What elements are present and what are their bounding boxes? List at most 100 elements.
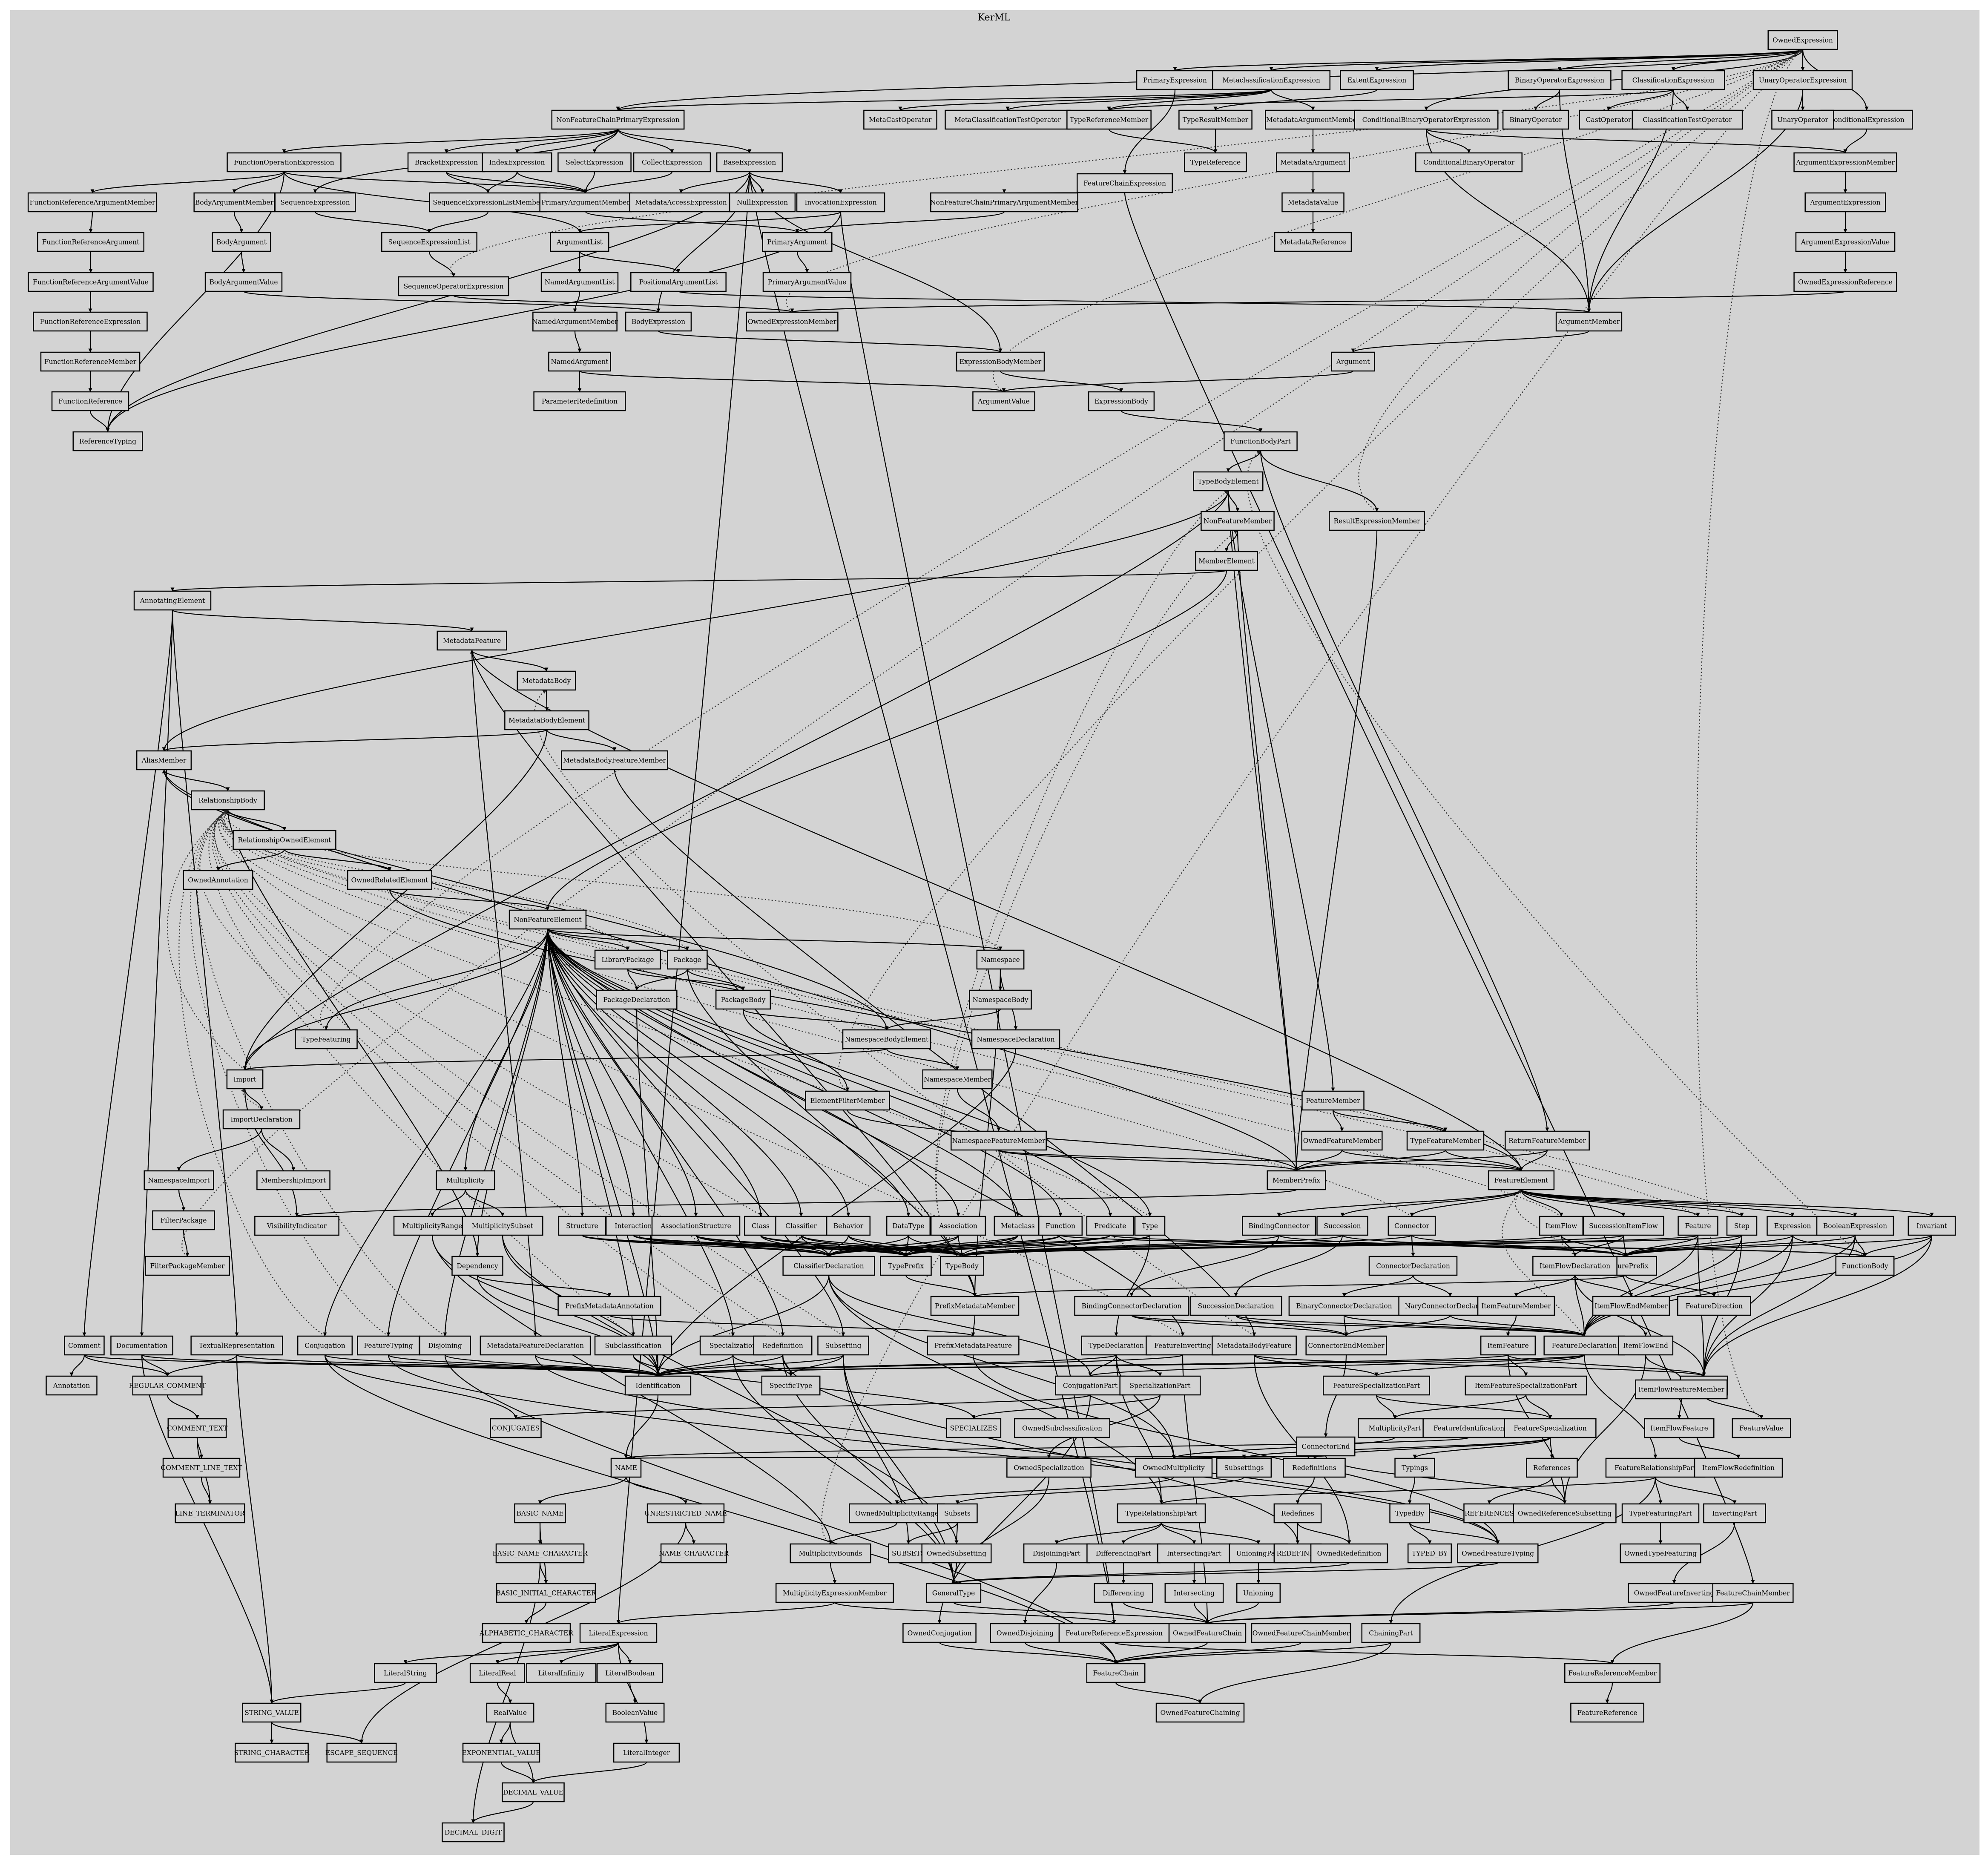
node-real-value: RealValue — [486, 1702, 534, 1723]
node-box — [1407, 1543, 1452, 1564]
node-label: NamespaceImport — [148, 1177, 210, 1184]
node-owned-subclassification: OwnedSubclassification — [1014, 1418, 1110, 1438]
node-label: SequenceExpressionList — [388, 239, 471, 246]
edge-argument-list-to-positional-argument-list — [579, 251, 681, 273]
node-label: UNRESTRICTED_NAME — [644, 1510, 727, 1518]
node-subclassification: Subclassification — [594, 1335, 672, 1356]
node-label: VisibilityIndicator — [267, 1222, 327, 1230]
node-label: SequenceOperatorExpression — [404, 283, 504, 290]
node-box — [1564, 1663, 1660, 1683]
node-box — [37, 232, 144, 252]
node-sequence-expression-list: SequenceExpressionList — [381, 232, 477, 252]
node-label: PrimaryArgument — [767, 239, 827, 246]
edge-item-feature-member-to-item-feature — [1506, 1315, 1517, 1337]
edge-namespace-body-element-to-namespace-member — [886, 1048, 960, 1070]
edge-sequence-expression-list-to-sequence-operator-expression — [428, 251, 456, 277]
node-type-body-element: TypeBodyElement — [1193, 471, 1264, 492]
node-box — [1251, 1623, 1351, 1643]
edge-feature-element-to-binding-connector — [1277, 1189, 1522, 1217]
node-label: GeneralType — [932, 1590, 975, 1597]
node-box — [761, 1375, 821, 1396]
edge-multiplicity-expression-member-to-literal-expression — [616, 1601, 836, 1624]
node-box — [1164, 1583, 1224, 1603]
edge-owned-expression-to-binary-operator-expression — [1557, 49, 1804, 72]
edge-index-expression-to-sequence-expression-list-member — [486, 171, 518, 193]
node-label: TYPED_BY — [1412, 1550, 1448, 1558]
node-box — [994, 1216, 1042, 1236]
node-label: TypeFeaturing — [302, 1036, 351, 1044]
node-box — [1157, 1543, 1231, 1564]
edge-non-feature-element-to-feature-inverting — [547, 929, 1185, 1337]
edge-literal-string-to-string-value — [270, 1682, 406, 1704]
node-box — [969, 989, 1032, 1010]
node-box — [849, 1503, 945, 1524]
node-box — [490, 1418, 542, 1438]
node-box — [1908, 1216, 1956, 1236]
edge-string-value-to-escape-sequence — [271, 1722, 364, 1744]
edge-relationship-body-to-relationship-owned-element — [227, 809, 287, 831]
edge-invariant-to-function-body — [1863, 1235, 1933, 1257]
node-label: FunctionReferenceExpression — [40, 318, 141, 326]
node-owned-redefinition: OwnedRedefinition — [1310, 1543, 1388, 1564]
node-specific-type: SpecificType — [761, 1375, 821, 1396]
node-package: Package — [667, 949, 708, 970]
node-box — [1134, 1216, 1166, 1236]
edge-type-to-type-prefix — [904, 1234, 1151, 1257]
node-box — [64, 1335, 105, 1356]
edge-type-body-element-to-import — [243, 490, 1229, 1070]
node-box — [1178, 109, 1253, 130]
node-box — [33, 311, 148, 332]
node-label: SpecificType — [770, 1382, 813, 1390]
edge-function-to-type-prefix — [904, 1234, 1061, 1257]
node-label: TypeResultMember — [1183, 116, 1249, 124]
node-non-feature-element: NonFeatureElement — [508, 909, 587, 930]
node-box — [393, 1216, 471, 1236]
node-label: ClassificationExpression — [1632, 77, 1714, 84]
node-type-result-member: TypeResultMember — [1178, 109, 1253, 130]
node-box — [667, 949, 708, 970]
node-import: Import — [226, 1069, 264, 1090]
node-box — [930, 1216, 986, 1236]
edge-primary-expression-to-feature-chain-expression — [1123, 89, 1176, 174]
node-owned-multiplicity-range: OwnedMultiplicityRange — [849, 1503, 945, 1524]
node-box — [630, 272, 727, 292]
edge-base-expression-to-metadata-access-expression — [679, 171, 750, 193]
node-box — [1274, 232, 1352, 252]
node-specialization-part: SpecializationPart — [1119, 1375, 1201, 1396]
edge-succession-to-feature-prefix — [1342, 1234, 1628, 1257]
node-type: Type — [1134, 1216, 1166, 1236]
edge-item-flow-declaration-to-feature-element — [1515, 1189, 1575, 1257]
node-label: TypePrefix — [888, 1262, 924, 1270]
node-label: FeatureTyping — [364, 1342, 413, 1350]
node-box — [1752, 70, 1853, 90]
node-label: PositionalArgumentList — [639, 279, 718, 286]
edge-non-feature-element-to-data-type — [547, 929, 911, 1217]
node-box — [1628, 1583, 1721, 1603]
node-label: FeatureChain — [1093, 1670, 1138, 1677]
edge-comment-to-regular-comment — [83, 1354, 169, 1377]
node-primary-argument-value: PrimaryArgumentValue — [762, 272, 852, 292]
node-box — [1804, 192, 1886, 213]
node-member-element: MemberElement — [1195, 551, 1258, 571]
node-label: ConditionalBinaryOperatorExpression — [1362, 116, 1491, 124]
node-box — [533, 391, 626, 411]
node-box — [605, 1702, 665, 1723]
node-label: REGULAR_COMMENT — [129, 1382, 207, 1390]
node-alphabetic-character: ALPHABETIC_CHARACTER — [479, 1623, 574, 1643]
node-label: TypeBodyElement — [1198, 478, 1259, 486]
edge-feature-declaration-to-feature-element — [1502, 1189, 1585, 1337]
node-label: MetadataValue — [1288, 199, 1338, 207]
node-box — [502, 1782, 565, 1803]
node-feature-specialization-part: FeatureSpecializationPart — [1323, 1375, 1430, 1396]
node-box — [1212, 1335, 1297, 1356]
edge-succession-declaration-to-feature-declaration — [1235, 1314, 1586, 1337]
node-box — [532, 311, 618, 332]
node-label: MetaCastOperator — [869, 116, 932, 124]
node-box — [922, 1069, 993, 1090]
edge-dependency-to-identification — [477, 1275, 660, 1377]
node-box — [1767, 1216, 1819, 1236]
edge-package-to-package-declaration — [635, 969, 688, 991]
node-chaining-part: ChainingPart — [1361, 1623, 1421, 1643]
node-label: MetadataBodyFeatureMember — [563, 757, 666, 765]
node-feature-declaration: FeatureDeclaration — [1543, 1335, 1625, 1356]
